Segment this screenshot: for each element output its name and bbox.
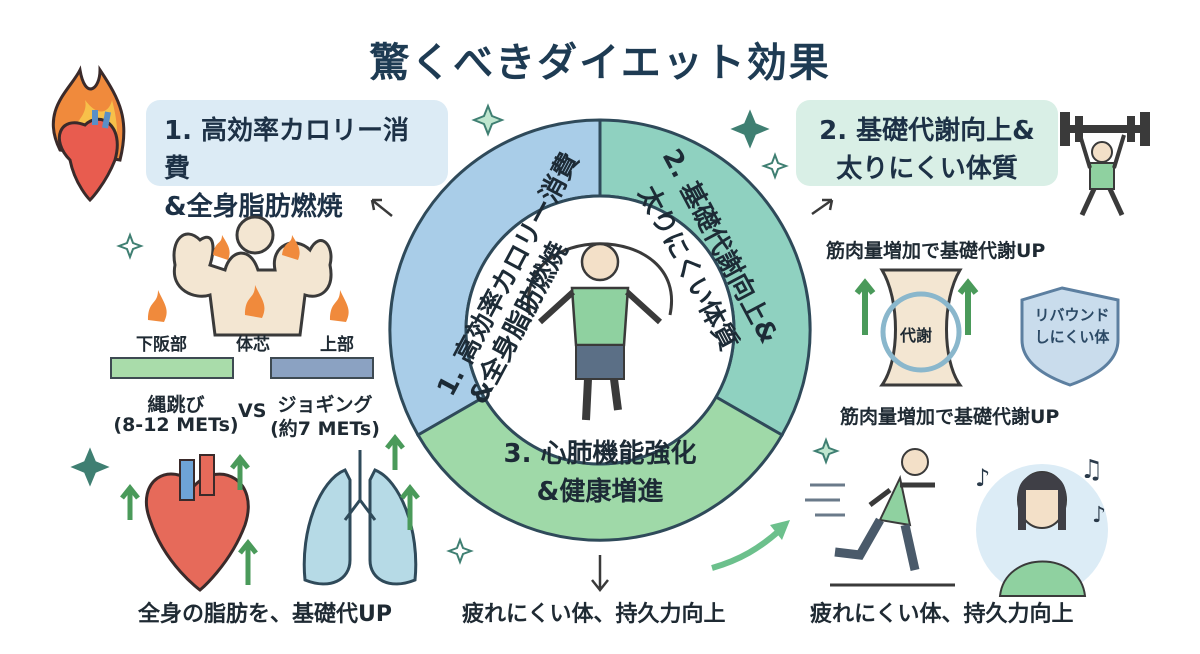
ring-diagram: 1. 高効率カロリー消費 &全身脂肪燃焼 2. 基礎代謝向上& 太りにくい体質 … <box>388 118 812 542</box>
benefit-2-line2: 太りにくい体質 <box>836 154 1018 184</box>
body-torso-icon <box>148 215 349 337</box>
compare-jump-rope: 縄跳び <box>147 394 205 416</box>
shield-text: リバウンド しにくい体 <box>1034 306 1111 346</box>
jump-rope-bar <box>110 357 234 379</box>
runner-icon <box>805 448 955 587</box>
vs-label: VS <box>238 400 267 422</box>
ring-seg3-line2: &健康増進 <box>537 476 664 507</box>
caption-panel3-center: 疲れにくい体、持久力向上 <box>462 602 726 627</box>
happy-woman-icon: ♪ ♫ ♪ <box>975 455 1108 597</box>
label-lower-body: 下阪部 <box>136 335 187 355</box>
benefit-1-line1: 1. 高効率カロリー消費 <box>164 116 410 184</box>
svg-text:♫: ♫ <box>1080 455 1103 485</box>
compare-jogging-mets: (約7 METs) <box>270 418 380 440</box>
ring-seg3-line1: 3. 心肺機能強化 <box>503 438 696 469</box>
caption-panel1: 全身の脂肪を、基礎代UP <box>138 602 392 627</box>
svg-text:♪: ♪ <box>1092 503 1106 528</box>
shield-line1: リバウンド <box>1034 306 1109 324</box>
label-upper-body: 上部 <box>320 335 354 355</box>
benefit-2-line1: 2. 基礎代謝向上& <box>819 116 1035 146</box>
bone-metabolism-icon <box>854 268 979 387</box>
caption-panel2-bottom: 筋肉量増加で基礎代謝UP <box>840 406 1060 428</box>
label-core: 体芯 <box>236 335 270 355</box>
lungs-icon <box>302 433 420 586</box>
jogging-bar <box>270 357 374 379</box>
cycle-label: 代謝 <box>900 326 933 345</box>
benefit-2-box: 2. 基礎代謝向上& 太りにくい体質 <box>796 100 1058 186</box>
compare-jump-rope-mets: (8-12 METs) <box>113 414 239 436</box>
pointer-arrows <box>370 198 834 593</box>
shield-line2: しにくい体 <box>1035 328 1111 346</box>
svg-text:♪: ♪ <box>975 464 990 492</box>
jump-rope-person-icon <box>526 242 674 421</box>
heart-organ-icon <box>120 453 258 592</box>
sparkle-icons <box>70 103 840 565</box>
caption-panel3-right: 疲れにくい体、持久力向上 <box>810 602 1074 627</box>
compare-jogging: ジョギング <box>277 394 373 416</box>
weightlifter-icon <box>1060 112 1150 217</box>
flaming-heart-icon <box>51 65 126 203</box>
page-title: 驚くべきダイエット効果 <box>369 40 831 86</box>
shield-icon <box>1020 286 1120 387</box>
caption-panel2-top: 筋肉量増加で基礎代謝UP <box>826 240 1046 262</box>
rising-arrow-icon <box>711 527 783 571</box>
